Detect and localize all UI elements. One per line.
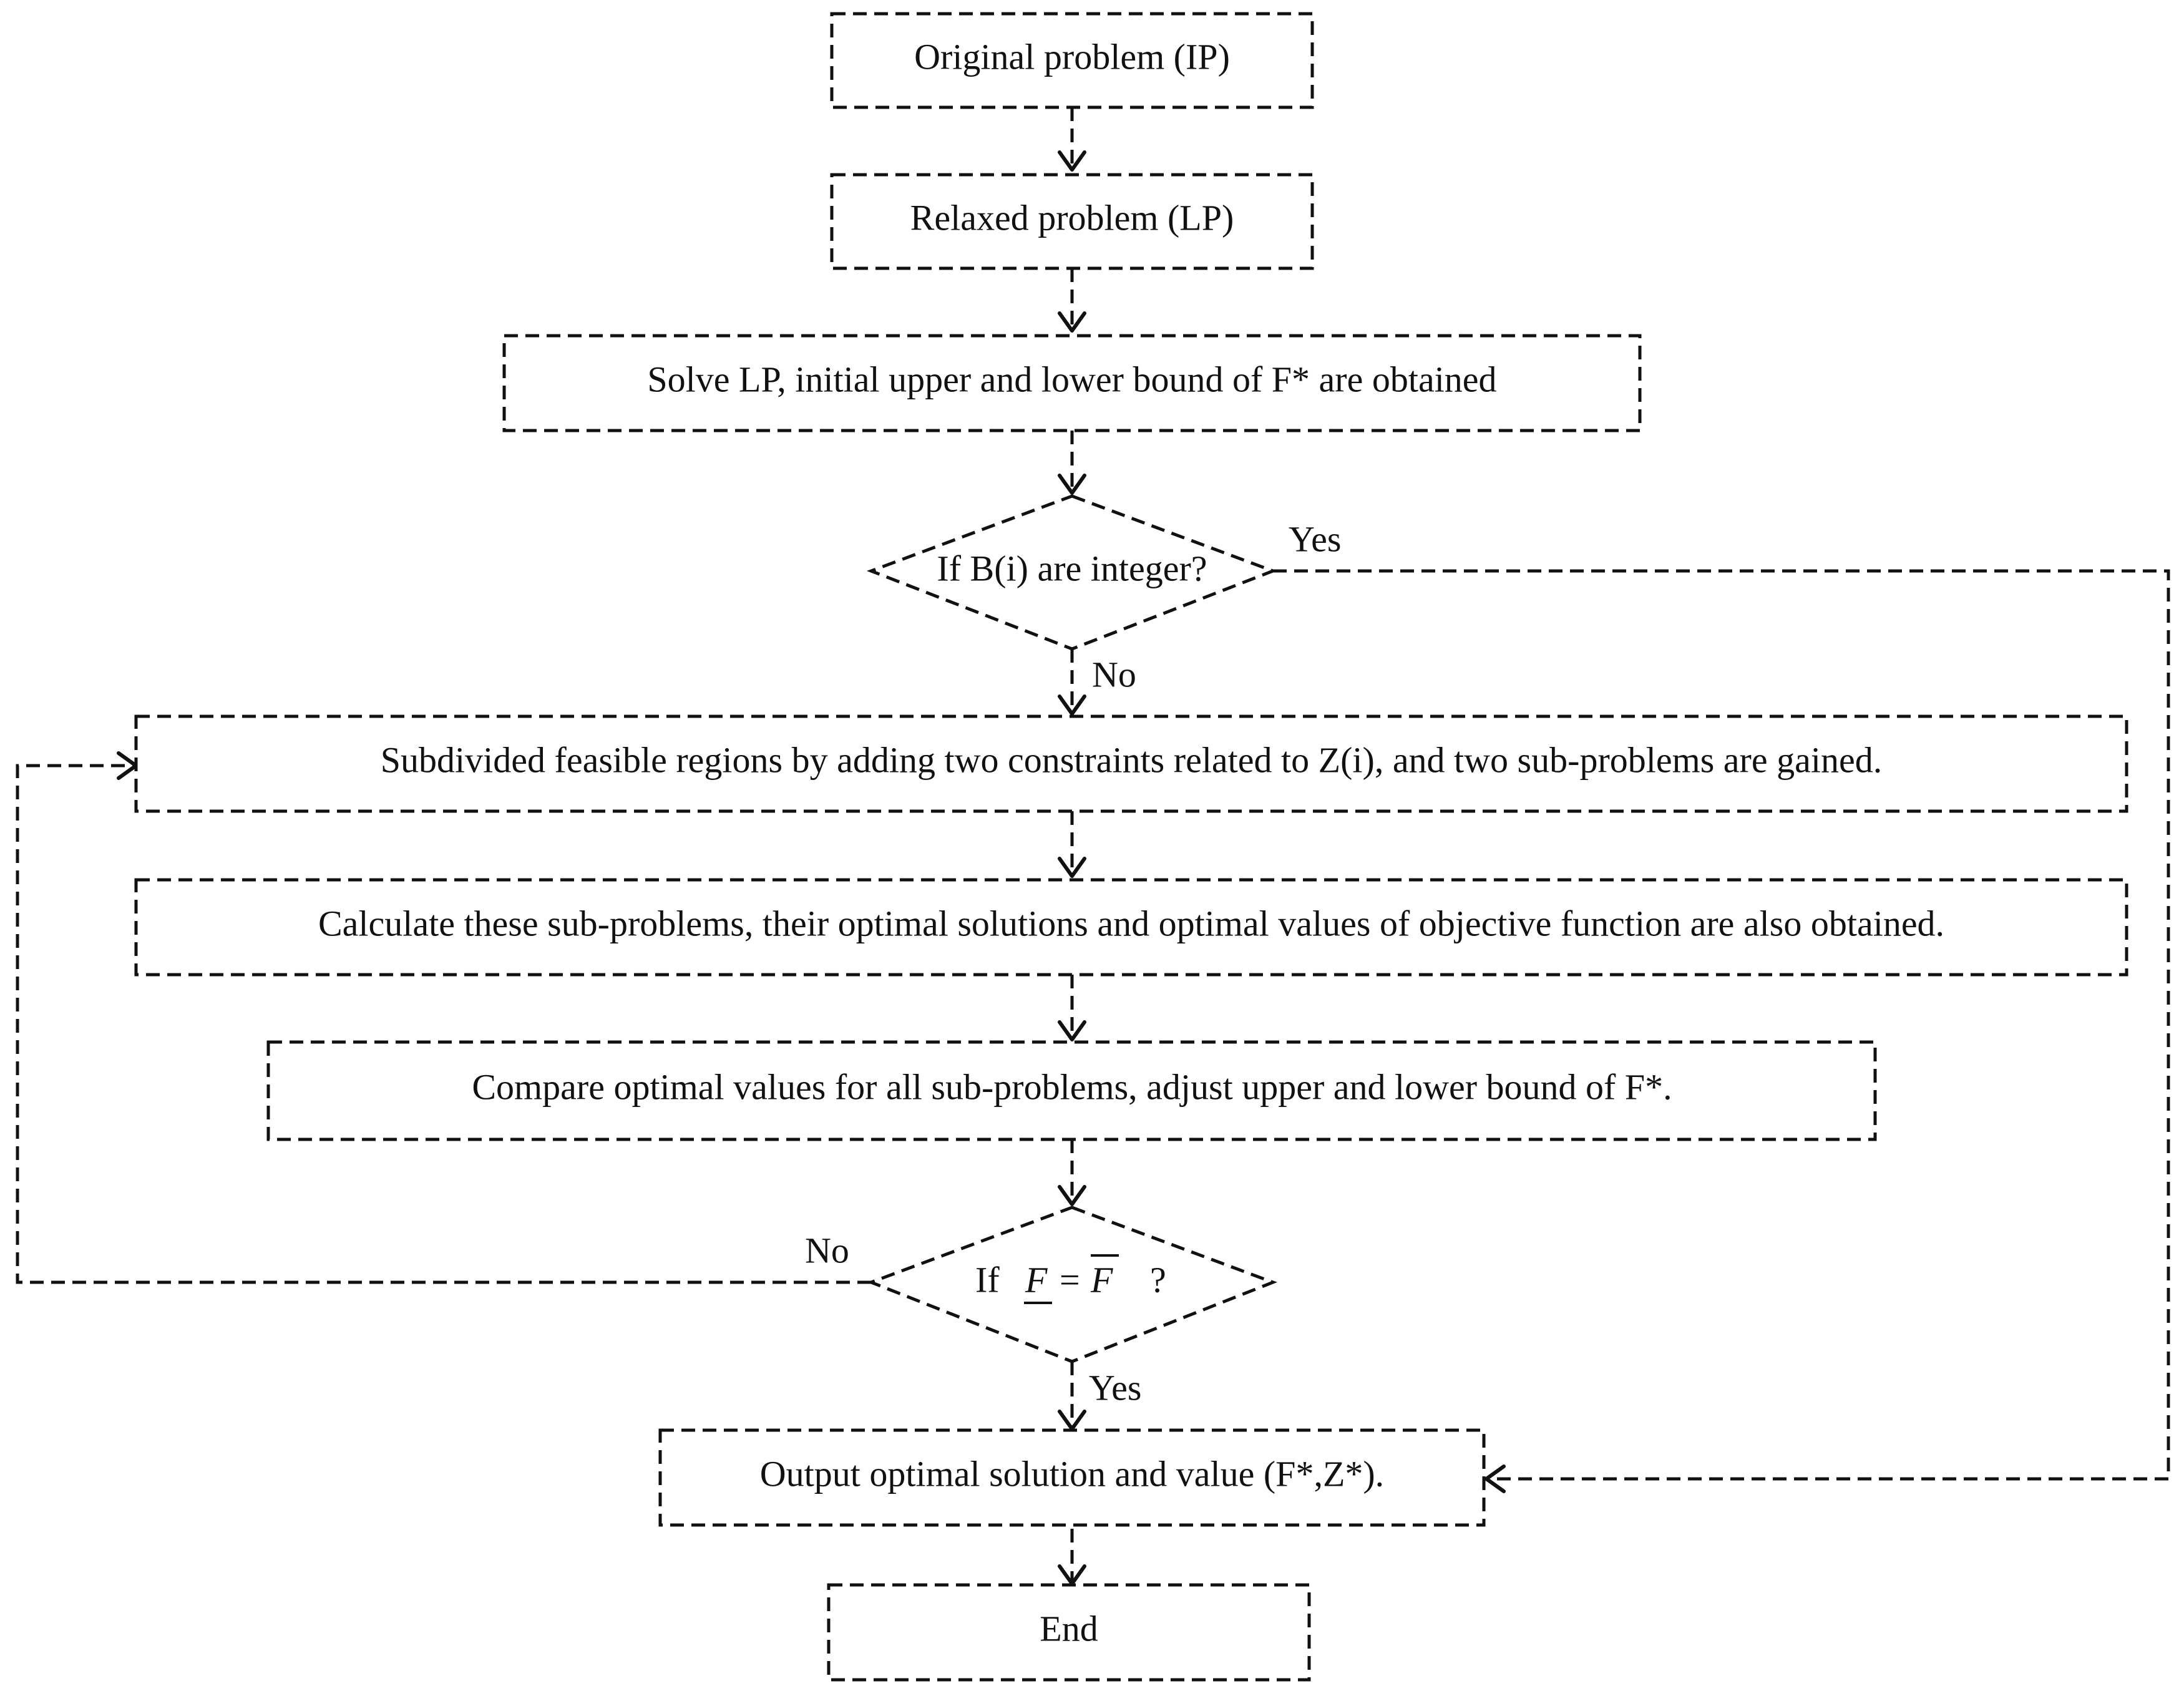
solve-lp-box: Solve LP, initial upper and lower bound …: [502, 334, 1642, 432]
edge-bounds-no-loop: [16, 764, 871, 1284]
original-problem-box: Original problem (IP): [830, 12, 1314, 109]
integer-decision-label: If B(i) are integer?: [937, 548, 1207, 588]
arrowhead: [1058, 857, 1086, 878]
bounds-decision-diamond: If F = F ?: [867, 1206, 1277, 1363]
bounds-yes-label: Yes: [1089, 1367, 1141, 1408]
arrowhead: [1058, 150, 1086, 172]
arrowhead: [1058, 474, 1086, 495]
solve-lp-label: Solve LP, initial upper and lower bound …: [647, 359, 1496, 399]
calculate-box: Calculate these sub-problems, their opti…: [134, 878, 2128, 977]
compare-label: Compare optimal values for all sub-probl…: [472, 1066, 1672, 1107]
bounds-suffix: ?: [1150, 1259, 1166, 1300]
end-box: End: [827, 1583, 1311, 1682]
bounds-no-label: No: [805, 1230, 849, 1270]
arrowhead: [1058, 311, 1086, 333]
arrowhead: [1484, 1464, 1506, 1493]
arrowhead: [1058, 1185, 1086, 1206]
integer-no-label: No: [1092, 654, 1136, 694]
subdivide-label: Subdivided feasible regions by adding tw…: [381, 739, 1882, 780]
edge-integer-yes-to-output: [1273, 569, 2170, 1481]
end-label: End: [1040, 1608, 1098, 1649]
integer-decision-diamond: If B(i) are integer?: [866, 494, 1278, 651]
calculate-label: Calculate these sub-problems, their opti…: [318, 903, 1944, 943]
relaxed-problem-box: Relaxed problem (LP): [830, 173, 1314, 270]
bounds-prefix: If: [975, 1259, 1000, 1300]
output-label: Output optimal solution and value (F*,Z*…: [760, 1453, 1384, 1494]
bounds-equals: =: [1060, 1259, 1080, 1300]
compare-box: Compare optimal values for all sub-probl…: [266, 1040, 1877, 1141]
output-box: Output optimal solution and value (F*,Z*…: [658, 1428, 1486, 1527]
original-problem-label: Original problem (IP): [914, 36, 1230, 77]
bounds-lower-f: F: [1025, 1259, 1048, 1300]
integer-yes-label: Yes: [1289, 519, 1341, 559]
relaxed-problem-label: Relaxed problem (LP): [910, 197, 1234, 238]
bounds-upper-f: F: [1090, 1259, 1113, 1300]
subdivide-box: Subdivided feasible regions by adding tw…: [134, 714, 2128, 813]
arrowhead: [1058, 1020, 1086, 1041]
arrowhead: [1058, 694, 1086, 716]
